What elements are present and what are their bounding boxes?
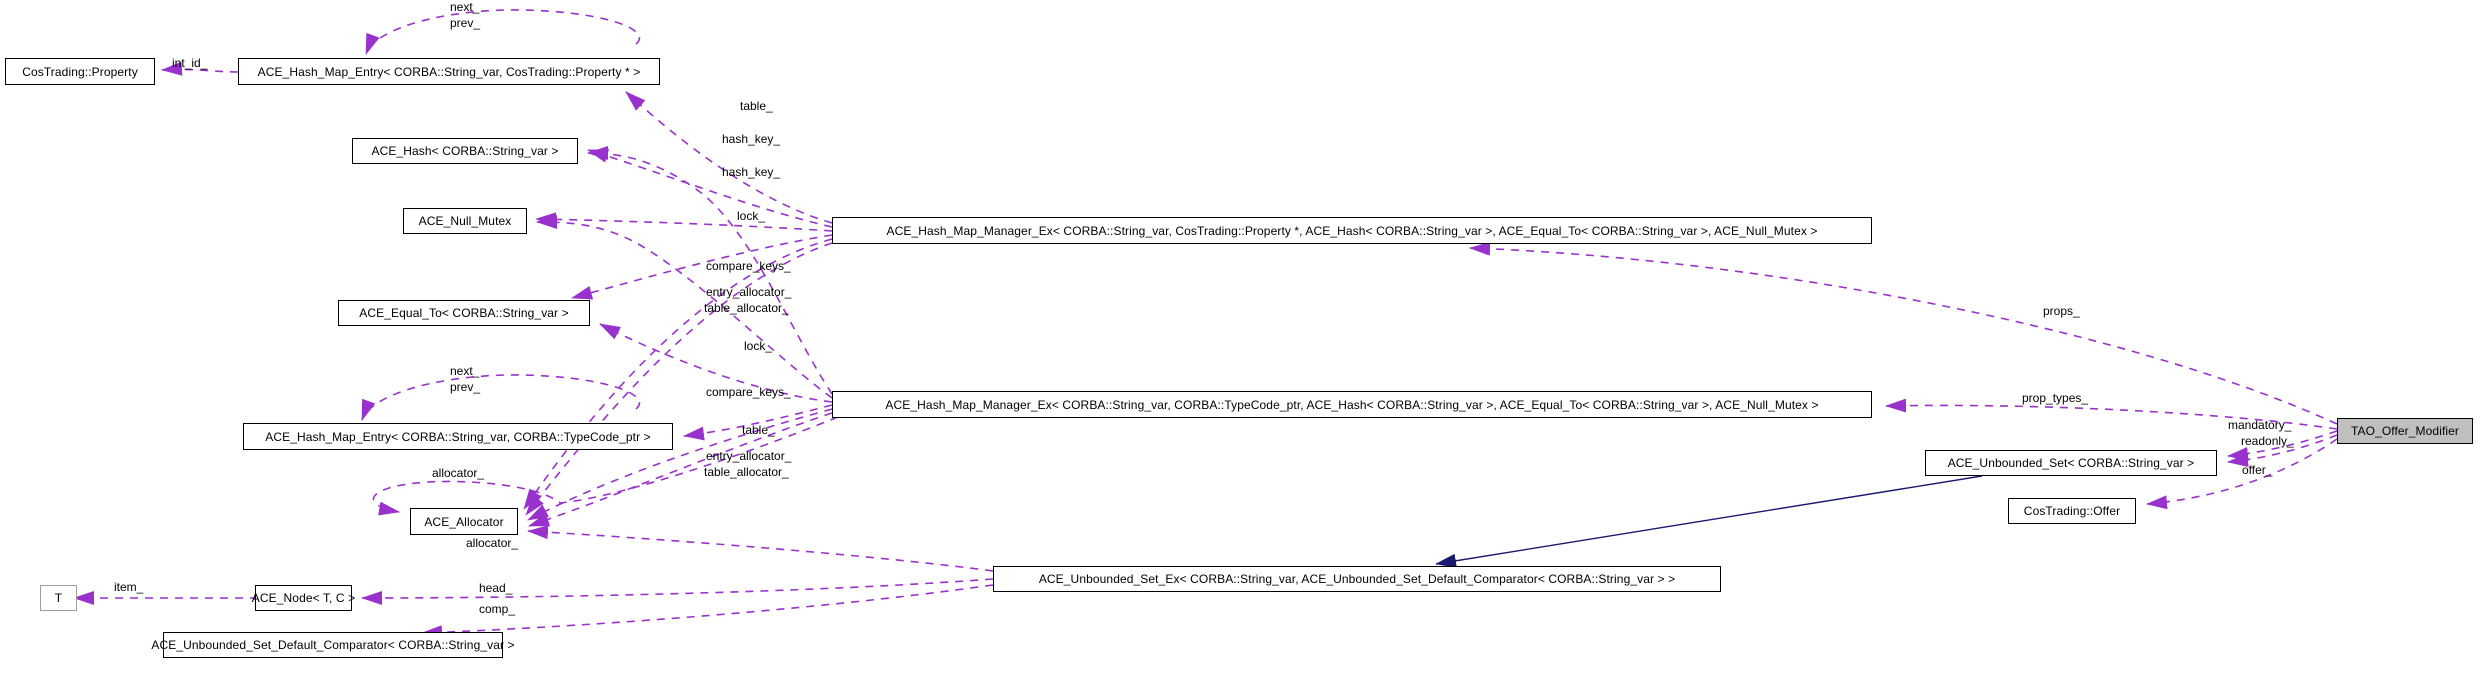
edge-label-entry_allocator1: entry_allocator_ — [706, 285, 792, 299]
edge-label-head: head_ — [479, 581, 513, 595]
edge-mgr1-hash-hash-key — [587, 149, 833, 228]
node-ace-node[interactable]: ACE_Node< T, C > — [252, 585, 355, 611]
edge-label-prev2: prev_ — [450, 380, 481, 394]
edge-mgr2-entry2-table — [683, 404, 833, 441]
edge-label-mandatory: mandatory_ — [2228, 418, 2292, 432]
edge-label-int_id: int_id_ — [172, 56, 208, 70]
edge-label-compare_keys2: compare_keys_ — [706, 385, 791, 399]
edge-mgr1-alloc-entry-allocator — [523, 238, 833, 510]
edge-label-allocator2: allocator_ — [466, 536, 519, 550]
edge-label-compare_keys1: compare_keys_ — [706, 259, 791, 273]
edge-mgr1-mutex-lock — [535, 212, 833, 232]
edge-label-table_allocator1: table_allocator_ — [704, 301, 789, 315]
node-ace-hash-map-entry-property[interactable]: ACE_Hash_Map_Entry< CORBA::String_var, C… — [238, 58, 660, 85]
edge-mgr2-equal-compare-keys — [599, 323, 833, 403]
edge-entry2-self-next-prev — [361, 374, 641, 421]
node-ace-equal-to[interactable]: ACE_Equal_To< CORBA::String_var > — [338, 300, 590, 326]
edge-mgr1-equal-compare-keys — [571, 234, 833, 300]
edge-label-next1: next_ — [450, 0, 480, 14]
node-costrading-property[interactable]: CosTrading::Property — [5, 58, 155, 85]
node-ace-unbounded-set-default-comparator[interactable]: ACE_Unbounded_Set_Default_Comparator< CO… — [151, 632, 515, 658]
edge-label-table1: table_ — [740, 99, 773, 113]
edge-label-hash_key1: hash_key_ — [722, 132, 781, 146]
edge-label-item: item_ — [114, 580, 144, 594]
node-ace-unbounded-set[interactable]: ACE_Unbounded_Set< CORBA::String_var > — [1925, 450, 2217, 476]
edge-label-lock2: lock_ — [744, 339, 773, 353]
edge-usetex-alloc-allocator — [527, 525, 994, 572]
edge-label-comp: comp_ — [479, 602, 516, 616]
edge-label-table2: table_ — [742, 423, 775, 437]
node-ace-allocator[interactable]: ACE_Allocator — [410, 508, 518, 535]
edge-mgr1-alloc-table-allocator — [525, 242, 833, 516]
node-ace-hash-map-manager-ex-property[interactable]: ACE_Hash_Map_Manager_Ex< CORBA::String_v… — [832, 217, 1872, 244]
edge-uset-usetex-inheritance — [1435, 475, 1983, 568]
edge-tao-uset-readonly — [2227, 434, 2338, 468]
node-costrading-offer[interactable]: CosTrading::Offer — [2008, 498, 2136, 524]
edge-tao-mgr1-props — [1469, 241, 2338, 425]
edge-label-allocator1: allocator_ — [432, 466, 485, 480]
edge-entry1-self-next-prev — [365, 9, 641, 55]
edge-mgr2-alloc-allocator — [372, 416, 839, 516]
edge-label-next2: next_ — [450, 364, 480, 378]
edge-mgr2-mutex-lock — [536, 215, 833, 399]
edge-label-table_allocator2: table_allocator_ — [704, 465, 789, 479]
edge-mgr1-entry1-table — [625, 91, 833, 224]
edge-label-offer_lbl: offer_ — [2242, 463, 2273, 477]
edge-label-lock1: lock_ — [737, 209, 766, 223]
edge-label-prev1: prev_ — [450, 16, 481, 30]
edge-usetex-comparator-comp — [421, 584, 994, 640]
edge-tao-offer-offer — [2146, 438, 2338, 510]
edge-label-readonly: readonly_ — [2241, 434, 2294, 448]
node-ace-unbounded-set-ex[interactable]: ACE_Unbounded_Set_Ex< CORBA::String_var,… — [993, 566, 1721, 592]
node-tao-offer-modifier[interactable]: TAO_Offer_Modifier — [2337, 418, 2473, 444]
edge-usetex-node-head — [361, 578, 994, 605]
edge-label-props: props_ — [2043, 304, 2080, 318]
edge-mgr2-hash-hash-key — [587, 146, 833, 395]
node-ace-null-mutex[interactable]: ACE_Null_Mutex — [403, 208, 527, 234]
node-ace-hash[interactable]: ACE_Hash< CORBA::String_var > — [352, 138, 578, 164]
edge-label-hash_key2: hash_key_ — [722, 165, 781, 179]
edge-label-entry_allocator2: entry_allocator_ — [706, 449, 792, 463]
node-ace-hash-map-entry-typecode[interactable]: ACE_Hash_Map_Entry< CORBA::String_var, C… — [243, 423, 673, 450]
edge-label-prop_types: prop_types_ — [2022, 391, 2089, 405]
edge-mgr2-alloc-table-allocator — [528, 412, 833, 527]
edge-entry1-prop-int-id — [161, 61, 239, 76]
node-ace-hash-map-manager-ex-typecode[interactable]: ACE_Hash_Map_Manager_Ex< CORBA::String_v… — [832, 391, 1872, 418]
edge-tao-mgr2-prop-types — [1885, 398, 2338, 430]
node-template-param-t[interactable]: T — [40, 585, 77, 611]
